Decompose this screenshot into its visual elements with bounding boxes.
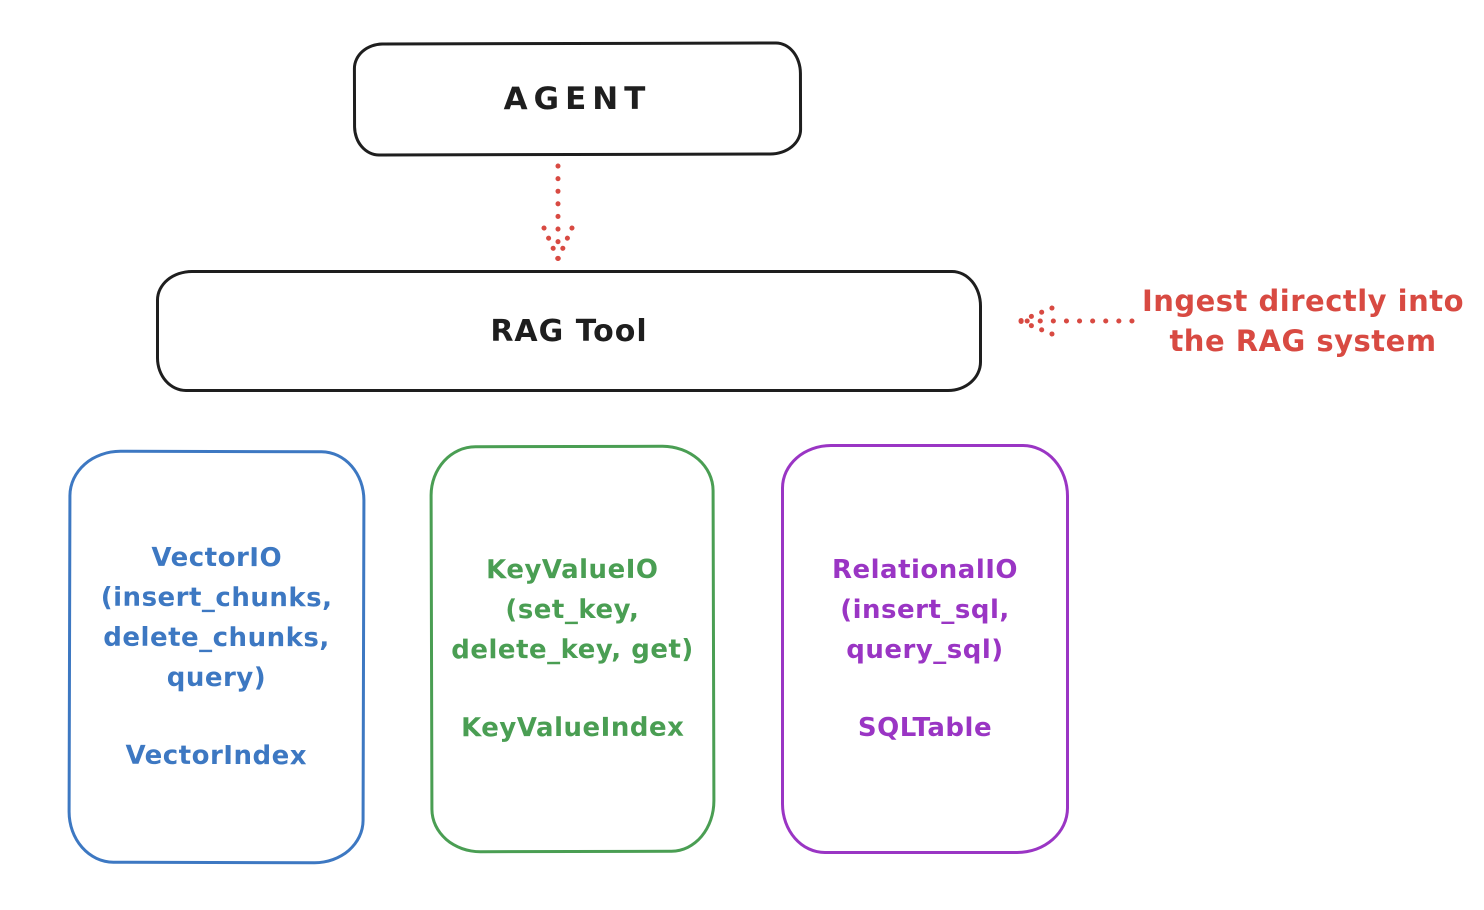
vector-index-label: VectorIndex (125, 740, 308, 772)
sql-table-label: SQLTable (857, 713, 993, 743)
agent-node-label: AGENT (503, 80, 652, 118)
keyvalue-io-line: delete_key, get) (451, 634, 694, 666)
vector-io-title: VectorIO (insert_chunks, delete_chunks, … (100, 538, 333, 777)
vector-io-box: VectorIO (insert_chunks, delete_chunks, … (67, 449, 366, 865)
keyvalue-io-box: KeyValueIO (set_key, delete_key, get) Ke… (429, 444, 716, 854)
vector-io-line: VectorIO (151, 542, 283, 574)
relational-io-line: RelationalIO (831, 555, 1019, 585)
rag-tool-node-label: RAG Tool (490, 313, 648, 349)
relational-io-line: (insert_sql, (840, 595, 1010, 625)
relational-io-box: RelationalIO (insert_sql, query_sql) SQL… (781, 444, 1069, 854)
annotation-to-rag-arrow (1017, 305, 1135, 337)
ingest-annotation-line2: the RAG system (1169, 324, 1437, 358)
ingest-annotation: Ingest directly into the RAG system (1138, 281, 1468, 361)
vector-io-line: delete_chunks, (103, 622, 330, 654)
rag-tool-node: RAG Tool (156, 270, 982, 392)
keyvalue-io-line: KeyValueIO (486, 554, 659, 586)
keyvalue-io-line: (set_key, (505, 594, 640, 626)
vector-io-line: (insert_chunks, (100, 582, 333, 614)
relational-io-line: query_sql) (846, 635, 1004, 665)
vector-io-line: query) (166, 662, 267, 694)
agent-node: AGENT (352, 41, 803, 157)
relational-io-title: RelationalIO (insert_sql, query_sql) SQL… (832, 550, 1018, 748)
keyvalue-io-title: KeyValueIO (set_key, delete_key, get) Ke… (451, 550, 694, 749)
agent-to-rag-arrow (541, 163, 575, 262)
ingest-annotation-line1: Ingest directly into (1141, 284, 1465, 318)
keyvalue-index-label: KeyValueIndex (461, 712, 685, 744)
